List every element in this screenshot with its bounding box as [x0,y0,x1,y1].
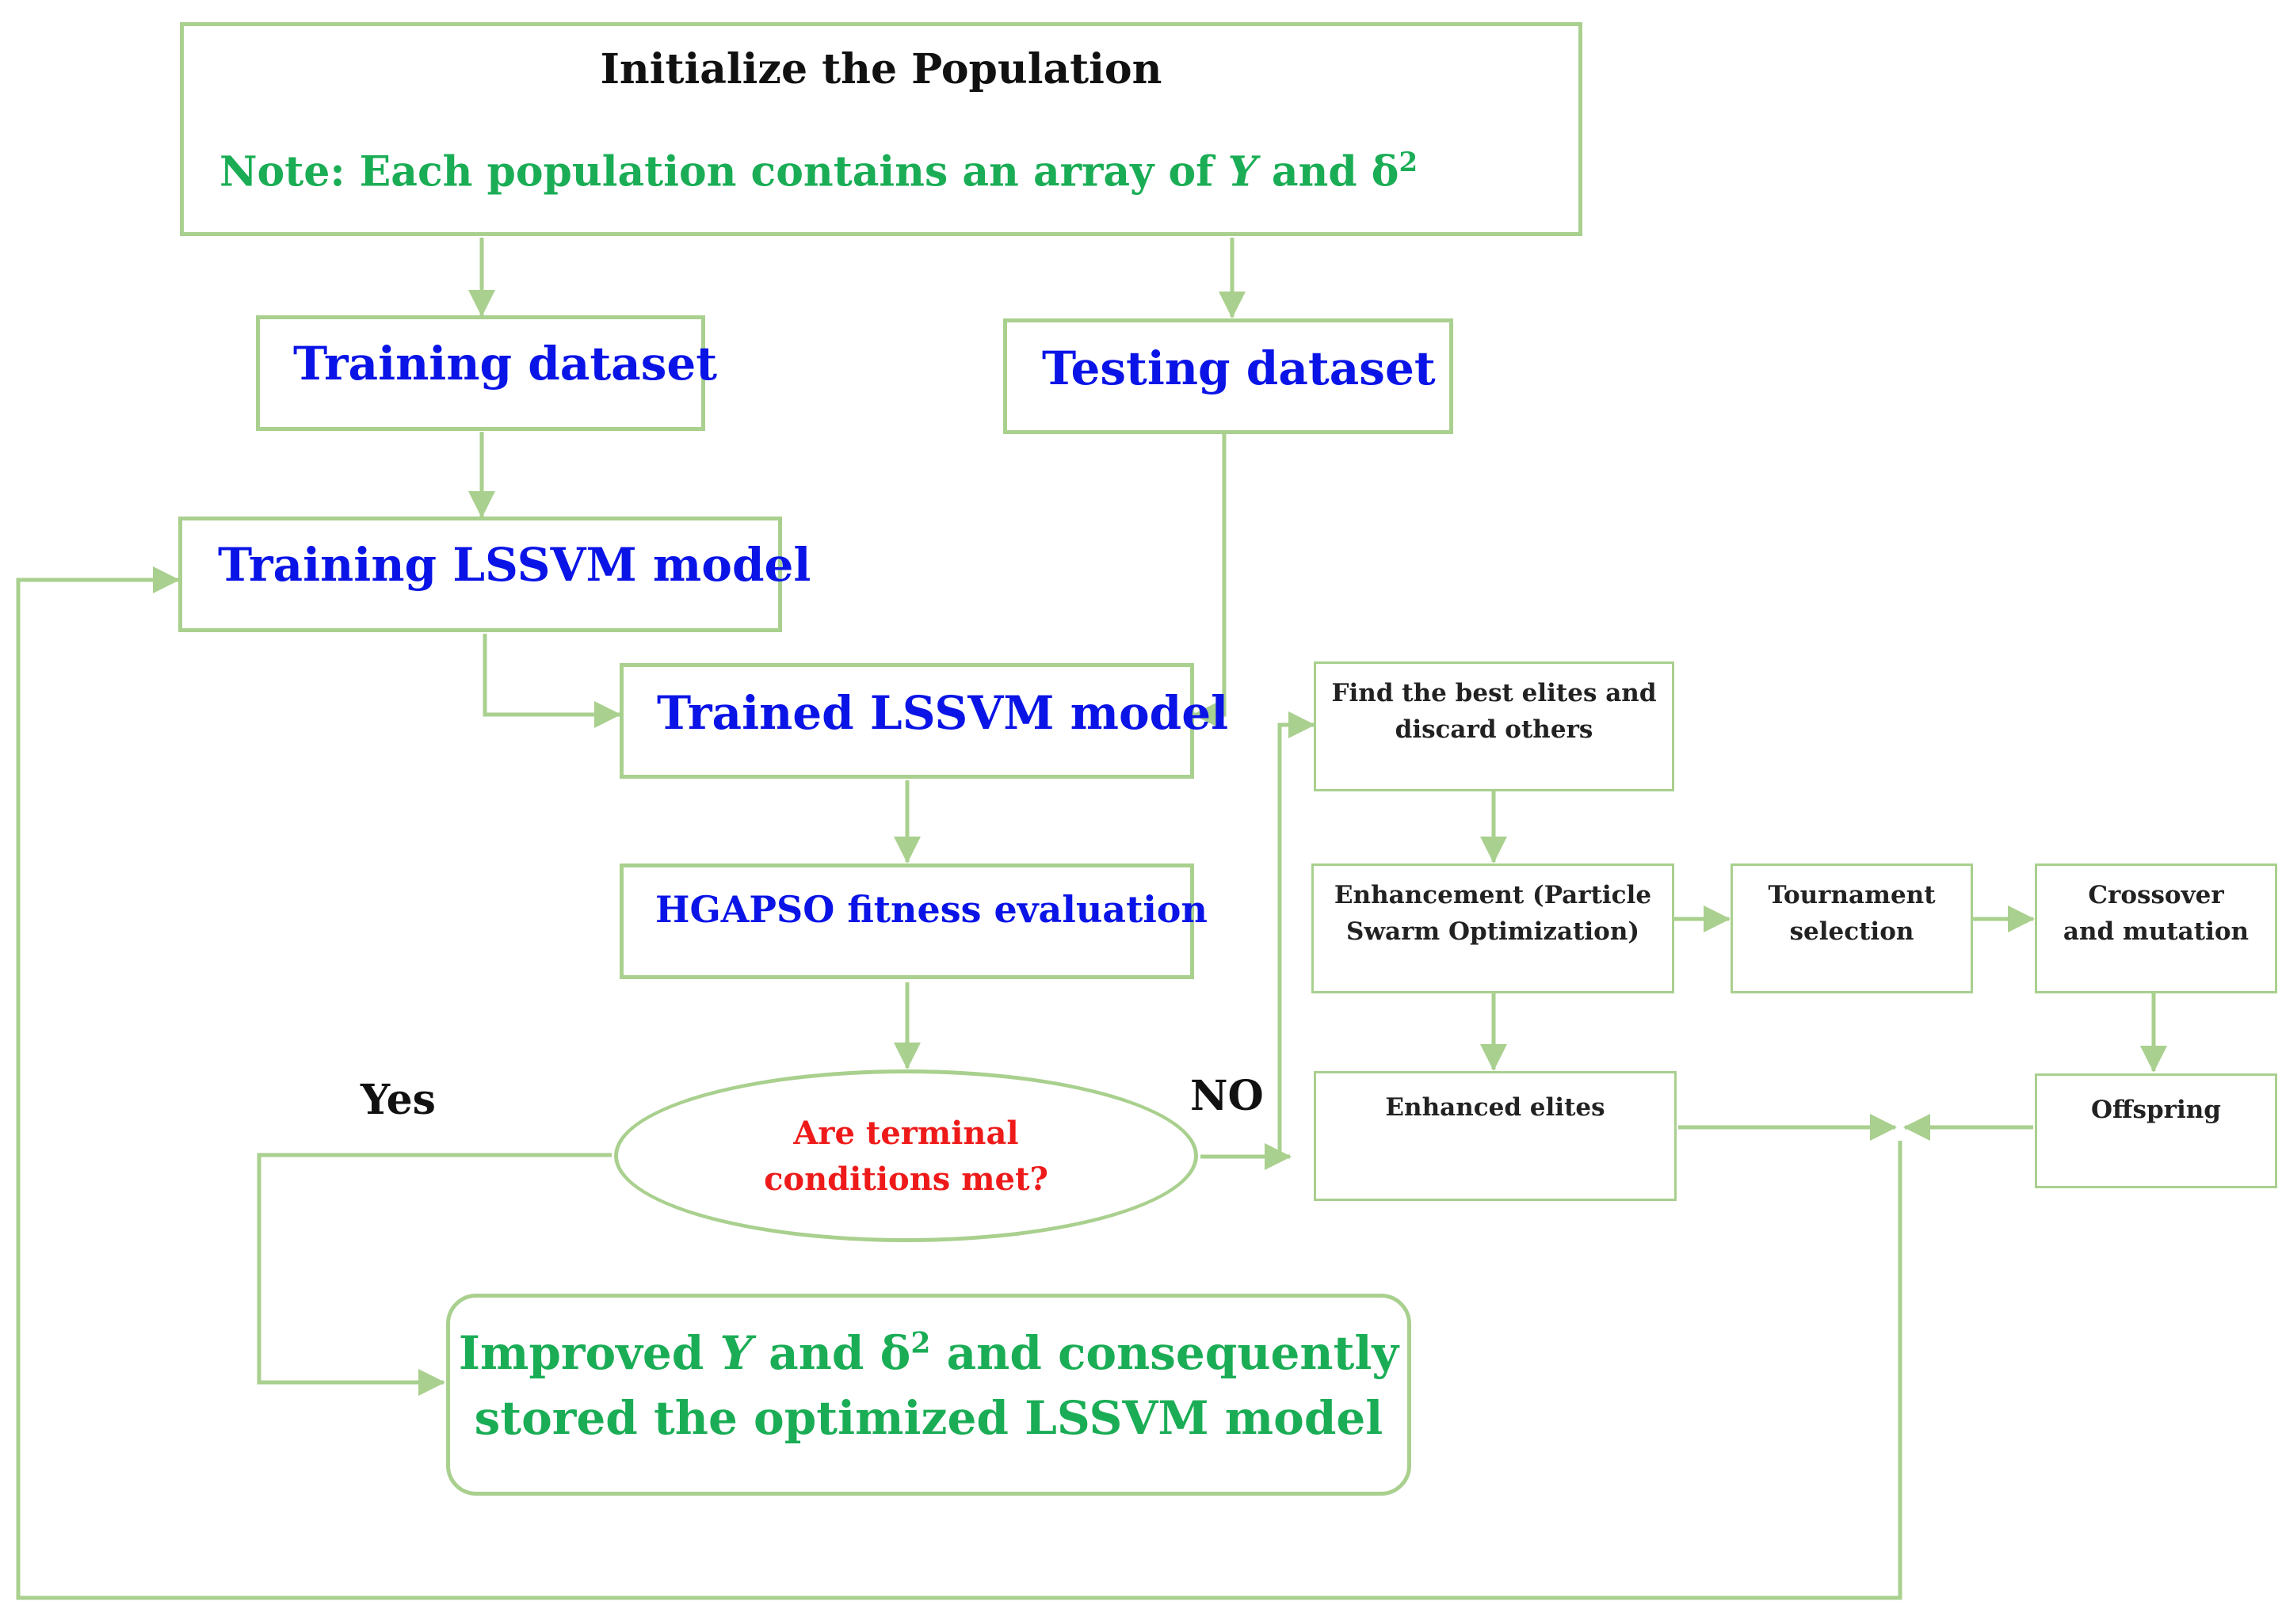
gamma-symbol: Υ [1227,147,1257,196]
result-suffix: and consequently [930,1326,1399,1380]
line-no-up [1277,711,1315,1157]
fitness-evaluation-box: HGAPSO fitness evaluation [620,863,1208,979]
best-elites-line-2: discard others [1395,715,1593,744]
crossover-line-2: and mutation [2063,917,2250,946]
arrow-testing-to-trained [1193,434,1227,728]
training-dataset-label: Training dataset [293,337,718,391]
result-line-2: stored the optimized LSSVM model [474,1391,1383,1445]
enhancement-box: Enhancement (Particle Swarm Optimization… [1311,863,1674,993]
result-gamma: Υ [719,1326,753,1380]
training-dataset-box: Training dataset [256,315,717,431]
enhanced-elites-box: Enhanced elites [1314,1071,1677,1201]
result-superscript: 2 [910,1326,931,1360]
crossover-box: Crossover and mutation [2035,863,2277,993]
feedback-loop-line [16,566,1902,1600]
enhanced-elites-label: Enhanced elites [1385,1093,1605,1122]
note-prefix: Note: Each population contains an array … [219,147,1228,196]
training-model-box: Training LSSVM model [178,517,811,632]
no-label: NO [1190,1072,1264,1120]
best-elites-box: Find the best elites and discard others [1314,661,1674,791]
testing-dataset-box: Testing dataset [1003,318,1453,434]
training-model-label: Training LSSVM model [218,538,811,592]
trained-model-label: Trained LSSVM model [657,686,1229,740]
offspring-box: Offspring [2035,1073,2277,1188]
decision-line-2: conditions met? [764,1161,1048,1198]
result-line-1: Improved Υ and δ2 and consequently [450,1326,1407,1380]
arrow-yes-to-result [257,1153,612,1396]
decision-line-1: Are terminal [793,1115,1019,1152]
arrow-model-to-trained [483,634,621,728]
tournament-line-2: selection [1789,917,1914,946]
result-box: Improved Υ and δ2 and consequently store… [446,1294,1411,1496]
tournament-line-1: Tournament [1768,881,1936,909]
superscript: 2 [1399,147,1418,178]
tournament-box: Tournament selection [1731,863,1973,993]
yes-label: Yes [361,1076,436,1124]
note-and-delta: and δ [1257,147,1399,196]
trained-model-box: Trained LSSVM model [620,663,1228,779]
crossover-line-1: Crossover [2088,881,2224,909]
result-prefix: Improved [458,1326,720,1380]
init-population-note: Note: Each population contains an array … [219,147,1418,196]
testing-dataset-label: Testing dataset [1042,341,1436,395]
init-population-box: Initialize the Population Note: Each pop… [180,22,1582,236]
offspring-label: Offspring [2091,1096,2221,1124]
enhancement-line-2: Swarm Optimization) [1345,917,1640,946]
init-population-title: Initialize the Population [600,45,1162,93]
fitness-evaluation-label: HGAPSO fitness evaluation [655,888,1208,931]
result-delta: and δ [752,1326,911,1380]
best-elites-line-1: Find the best elites and [1331,679,1657,707]
enhancement-line-1: Enhancement (Particle [1334,881,1652,909]
decision-ellipse: Are terminal conditions met? [614,1069,1198,1242]
